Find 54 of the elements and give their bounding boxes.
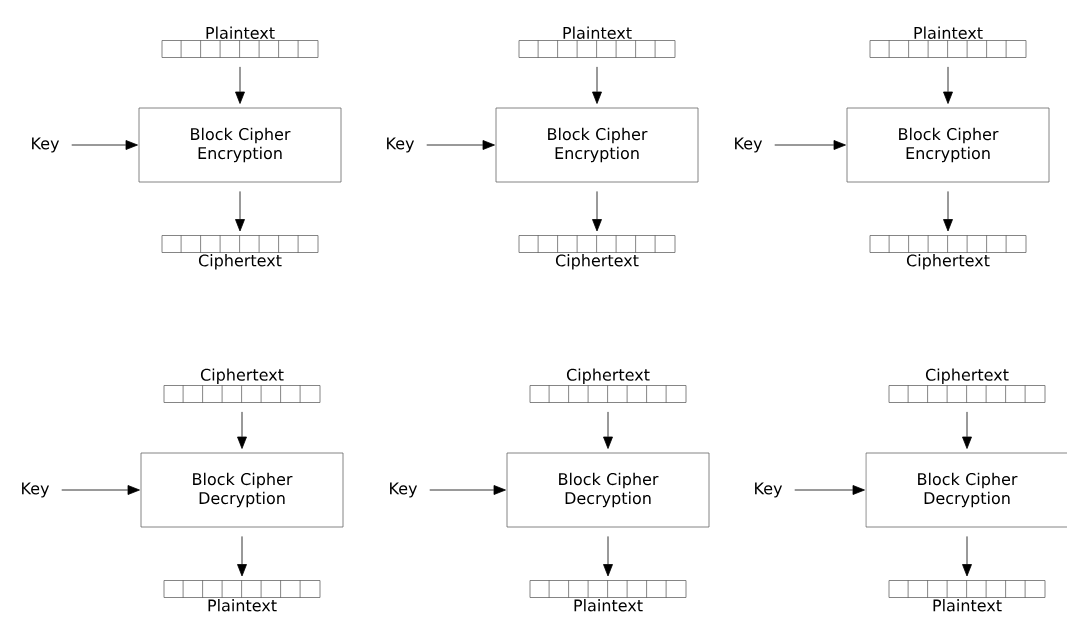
cipher-box: Block Cipher Encryption [846, 107, 1050, 183]
block-array: Plaintext [163, 579, 321, 612]
node-label: Plaintext [208, 599, 277, 612]
block-array: Plaintext [888, 579, 1046, 612]
node-label: Ciphertext [906, 254, 990, 270]
arrow [429, 485, 506, 495]
arrow [237, 411, 247, 449]
key-label: Key [755, 482, 783, 498]
node-label: Ciphertext [566, 368, 650, 384]
arrow [61, 485, 140, 495]
block-array: Plaintext [869, 26, 1027, 59]
block-array: Ciphertext [518, 234, 676, 270]
arrow [603, 536, 613, 577]
arrow [426, 140, 495, 150]
arrow [962, 536, 972, 577]
node-label: Plaintext [574, 599, 643, 612]
node-label: Ciphertext [198, 254, 282, 270]
block-array: Ciphertext [163, 368, 321, 404]
key-label: Key [32, 137, 60, 153]
cipher-box: Block Cipher Decryption [865, 452, 1067, 528]
key-label: Key [22, 482, 50, 498]
key-label: Key [735, 137, 763, 153]
arrow [235, 191, 245, 232]
block-array: Ciphertext [869, 234, 1027, 270]
block-array: Plaintext [529, 579, 687, 612]
arrow [943, 191, 953, 232]
key-label: Key [387, 137, 415, 153]
block-array: Plaintext [161, 26, 319, 59]
cipher-box: Block Cipher Decryption [140, 452, 344, 528]
block-array: Ciphertext [529, 368, 687, 404]
node-label: Ciphertext [200, 368, 284, 384]
node-label: Ciphertext [555, 254, 639, 270]
node-label: Ciphertext [925, 368, 1009, 384]
arrow [794, 485, 865, 495]
block-array: Plaintext [518, 26, 676, 59]
node-label: Plaintext [914, 26, 983, 39]
arrow [592, 191, 602, 232]
arrow [774, 140, 846, 150]
arrow [962, 411, 972, 449]
block-array: Ciphertext [161, 234, 319, 270]
key-label: Key [390, 482, 418, 498]
arrow [592, 66, 602, 104]
arrow [943, 66, 953, 104]
node-label: Plaintext [563, 26, 632, 39]
arrow [71, 140, 138, 150]
cipher-box: Block Cipher Decryption [506, 452, 710, 528]
node-label: Plaintext [933, 599, 1002, 612]
arrow [235, 66, 245, 104]
arrow [237, 536, 247, 577]
block-array: Ciphertext [888, 368, 1046, 404]
cipher-box: Block Cipher Encryption [495, 107, 699, 183]
arrow [603, 411, 613, 449]
node-label: Plaintext [206, 26, 275, 39]
cipher-box: Block Cipher Encryption [138, 107, 342, 183]
